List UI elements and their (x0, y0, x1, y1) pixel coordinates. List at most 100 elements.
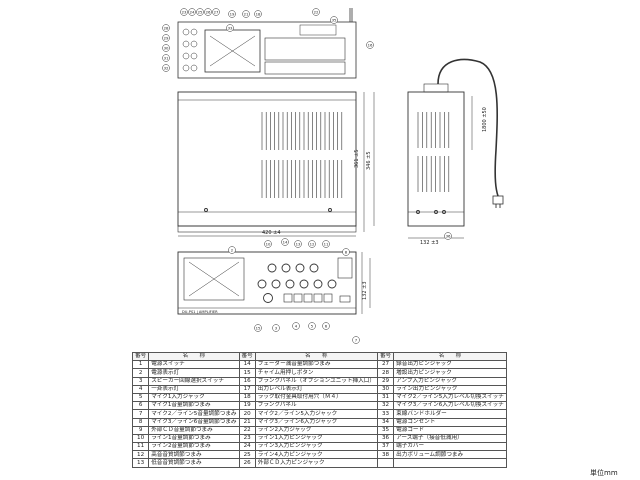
part-name: 高音音質調節つまみ (148, 450, 240, 460)
side-callout-36: 36 (444, 232, 452, 240)
part-number: 9 (131, 425, 150, 435)
header-name: 名 称 (393, 351, 507, 362)
part-name: 端子カバー (393, 442, 507, 452)
part-number: 5 (131, 392, 150, 403)
callout-number: 19 (230, 12, 235, 17)
part-name: マイク1入力ジャック (148, 392, 240, 403)
header-name: 名 称 (148, 351, 240, 362)
part-number: 1 (131, 360, 150, 370)
callout-number: 25 (198, 10, 203, 15)
callout-number: 10 (266, 242, 271, 247)
part-name (393, 458, 507, 468)
part-name: マイク2／ライン5入力レベル切換スイッチ (393, 392, 507, 403)
part-name: 録音出力ピンジャック (393, 360, 507, 370)
part-name: ブランクパネル（オプションユニット挿入口） (254, 376, 378, 386)
part-name: 束線バンドホルダー (393, 409, 507, 419)
callout-number: 24 (190, 10, 195, 15)
part-number: 28 (376, 368, 395, 378)
part-number: 38 (376, 450, 395, 460)
unit-note: 単位mm (590, 469, 618, 477)
part-number: 6 (131, 401, 150, 411)
part-name: マイク2／ライン5入力ジャック (254, 409, 378, 419)
part-number: 29 (376, 376, 395, 386)
part-number: 8 (131, 417, 150, 427)
callout-number: 12 (310, 242, 315, 247)
callout-number: 22 (314, 10, 319, 15)
part-name: マイク3／ライン6入力レベル切換スイッチ (393, 401, 507, 411)
part-number: 19 (238, 401, 256, 411)
callout-number: 29 (164, 36, 169, 41)
part-name: ブランクパネル (254, 401, 378, 411)
part-number: 18 (238, 392, 256, 403)
callout-number: 33 (228, 26, 233, 31)
header-number: 番号 (238, 351, 256, 362)
callout-number: 36 (446, 234, 451, 239)
part-number: 14 (238, 360, 256, 370)
callout-number: 28 (164, 26, 169, 31)
part-name: 出力ボリューム調節つまみ (393, 450, 507, 460)
part-name: ラック取付金具取付用穴（Ｍ４） (254, 392, 378, 403)
callout-number: 31 (164, 56, 169, 61)
callout-number: 15 (256, 326, 261, 331)
part-name: マイク3／ライン6入力ジャック (254, 417, 378, 427)
callout-number: 26 (206, 10, 211, 15)
part-name: 低音音質調節つまみ (148, 458, 240, 468)
part-name: 一斉表示灯 (148, 384, 240, 394)
part-number: 3 (131, 376, 150, 386)
part-number: 7 (131, 409, 150, 419)
part-number: 25 (238, 450, 256, 460)
part-name: ライン3入力ピンジャック (254, 442, 378, 452)
callout-number: 6 (325, 324, 328, 329)
part-name: ライン2入力ジャック (254, 425, 378, 435)
part-number: 37 (376, 442, 395, 452)
dim-depth-overall: 361 ±5 (354, 149, 360, 168)
dim-cord-length: 1800 ±50 (482, 107, 488, 132)
part-name: スピーカー回線選択スイッチ (148, 376, 240, 386)
part-number: 26 (238, 458, 256, 468)
part-name: マイク2／ライン5音量調節つまみ (148, 409, 240, 419)
part-name: ライン出力ピンジャック (393, 384, 507, 394)
dim-side-height: 132 ±3 (420, 240, 439, 246)
part-name: ライン2音量調節つまみ (148, 442, 240, 452)
dim-front-width: 420 ±4 (262, 230, 281, 236)
part-name: ライン1入力ピンジャック (254, 433, 378, 444)
callout-number: 16 (368, 43, 373, 48)
front-view (177, 251, 371, 315)
part-number: 24 (238, 442, 256, 452)
dim-depth-body: 346 ±5 (366, 151, 372, 170)
part-number: 10 (131, 433, 150, 444)
part-number: 11 (131, 442, 150, 452)
callout-number: 5 (311, 324, 314, 329)
part-number: 22 (238, 425, 256, 435)
callout-number: 32 (164, 66, 169, 71)
part-name: ライン4入力ピンジャック (254, 450, 378, 460)
part-number: 30 (376, 384, 395, 394)
part-number: 20 (238, 409, 256, 419)
callout-number: 11 (324, 242, 329, 247)
part-number: 16 (238, 376, 256, 386)
callout-number: 7 (355, 338, 358, 343)
header-number: 番号 (376, 351, 395, 362)
part-name: ライン1音量調節つまみ (148, 433, 240, 444)
part-number: 17 (238, 384, 256, 394)
part-name: アース端子（接音低減用） (393, 433, 507, 444)
part-name: 電源表示灯 (148, 368, 240, 378)
callout-number: 13 (296, 242, 301, 247)
part-name: 増設出力ピンジャック (393, 368, 507, 378)
part-number: 4 (131, 384, 150, 394)
part-number: 32 (376, 401, 395, 411)
rear-view (177, 8, 357, 79)
top-view (177, 91, 375, 237)
part-number: 33 (376, 409, 395, 419)
callout-number: 8 (345, 250, 348, 255)
